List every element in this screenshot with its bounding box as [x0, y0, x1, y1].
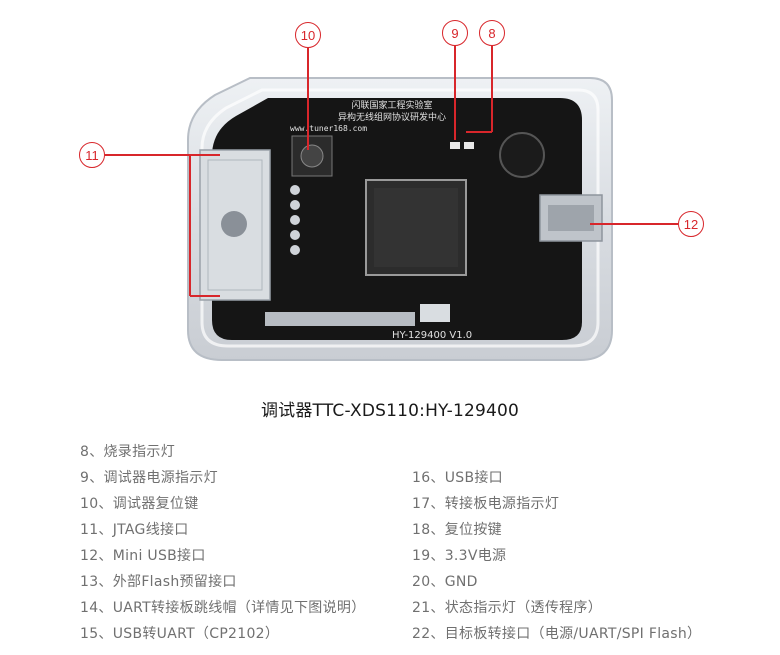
legend-item-14: 14、UART转接板跳线帽（详情见下图说明） — [80, 600, 366, 616]
bottom-header — [265, 312, 415, 326]
crystal — [420, 304, 450, 322]
callout-9: 9 — [442, 20, 468, 46]
callout-8: 8 — [479, 20, 505, 46]
buzzer — [499, 132, 545, 178]
figure-caption: 调试器TTC-XDS110:HY-129400 — [260, 401, 520, 421]
callout-11: 11 — [79, 142, 105, 168]
silk-model: HY-129400 V1.0 — [392, 330, 472, 341]
legend-item-12: 12、Mini USB接口 — [80, 548, 206, 564]
legend-item-11: 11、JTAG线接口 — [80, 522, 189, 538]
legend-item-9: 9、调试器电源指示灯 — [80, 470, 218, 486]
callout-lines — [105, 46, 678, 297]
legend-item-18: 18、复位按键 — [412, 522, 502, 538]
silk-line1: 闪联国家工程实验室 — [351, 99, 432, 111]
legend-item-21: 21、状态指示灯（透传程序） — [412, 600, 603, 616]
legend-item-22: 22、目标板转接口（电源/UART/SPI Flash） — [412, 626, 702, 642]
legend-item-20: 20、GND — [412, 574, 478, 590]
legend-item-8: 8、烧录指示灯 — [80, 444, 176, 460]
callout-12: 12 — [678, 211, 704, 237]
led-8 — [464, 142, 474, 149]
board-photo: 闪联国家工程实验室 异构无线组网协议研发中心 www.tuner168.com … — [79, 20, 704, 361]
legend-item-10: 10、调试器复位键 — [80, 496, 199, 512]
legend-item-16: 16、USB接口 — [412, 470, 503, 486]
legend-item-13: 13、外部Flash预留接口 — [80, 574, 237, 590]
legend-item-17: 17、转接板电源指示灯 — [412, 496, 560, 512]
legend-item-19: 19、3.3V电源 — [412, 548, 507, 564]
board-illustration: 闪联国家工程实验室 异构无线组网协议研发中心 www.tuner168.com … — [105, 46, 678, 361]
legend-item-15: 15、USB转UART（CP2102） — [80, 626, 280, 642]
silk-url: www.tuner168.com — [290, 124, 367, 133]
silk-line2: 异构无线组网协议研发中心 — [338, 111, 446, 123]
jtag-pins — [290, 185, 300, 255]
led-9 — [450, 142, 460, 149]
callout-10: 10 — [295, 22, 321, 48]
